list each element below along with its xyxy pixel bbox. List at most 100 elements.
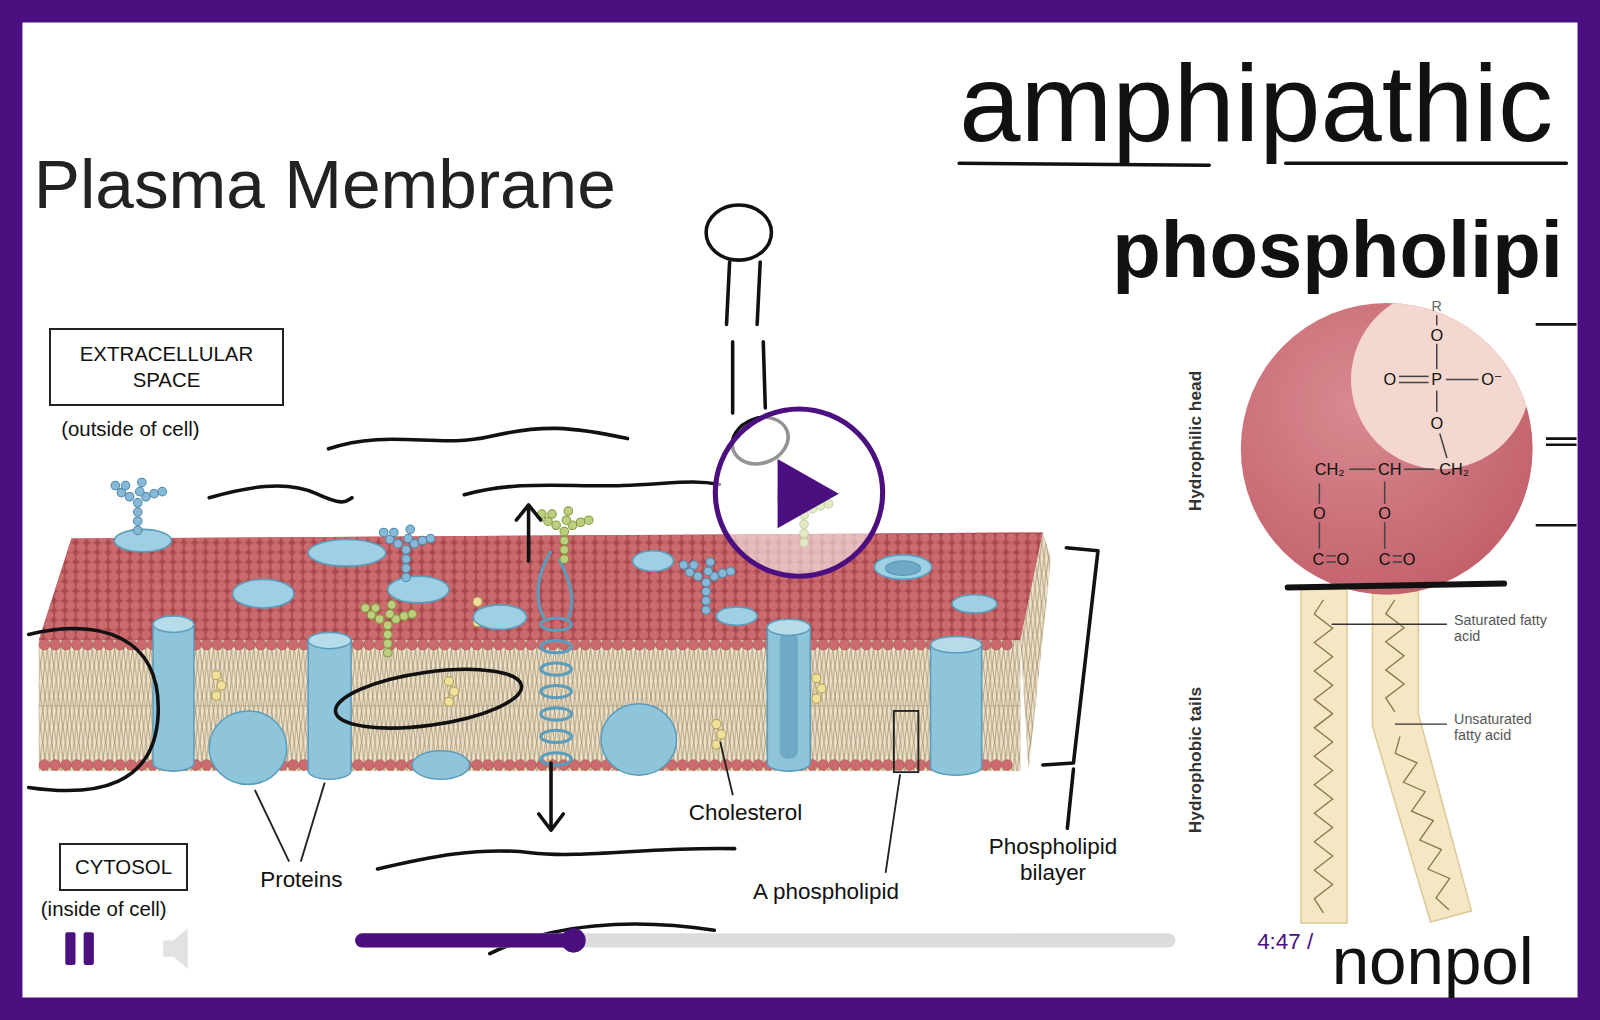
- carbohydrate-chain: [552, 521, 561, 530]
- lipid-bilayer: [1020, 532, 1051, 771]
- phospholipid-head: [742, 760, 753, 771]
- phospholipid-head: [721, 639, 732, 650]
- handwritten-term: amphipathic: [959, 40, 1553, 167]
- phospholipid-head: [861, 760, 872, 771]
- membrane-protein: [780, 632, 798, 758]
- carbohydrate-chain: [560, 545, 569, 554]
- phospholipid-head: [688, 639, 699, 650]
- carbohydrate-chain: [704, 567, 713, 576]
- chemical-bond: [1319, 315, 1478, 562]
- axis-label: Hydrophobic tails: [1186, 687, 1206, 833]
- carbohydrate-chain: [564, 507, 573, 516]
- phospholipid-head: [710, 760, 721, 771]
- carbohydrate-chain: [390, 528, 399, 537]
- phospholipid-head: [450, 639, 461, 650]
- phospholipid-head: [850, 760, 861, 771]
- phospholipid-head: [504, 760, 515, 771]
- phospholipid-head: [61, 760, 72, 771]
- membrane-protein: [716, 607, 757, 625]
- chemical-bond: [1436, 391, 1438, 412]
- part-label: Phospholipid bilayer: [971, 834, 1134, 886]
- phospholipid-head: [353, 760, 364, 771]
- cholesterol-molecule: [449, 687, 458, 696]
- phospholipid-head: [634, 639, 645, 650]
- phospholipid-head: [894, 639, 905, 650]
- part-label: Saturated fatty acid: [1454, 612, 1548, 645]
- membrane-protein: [767, 627, 810, 771]
- time-readout: 4:47 /: [1257, 929, 1313, 955]
- phospholipid-head: [50, 639, 61, 650]
- atom-symbol: P: [1431, 370, 1442, 389]
- lipid-bilayer: [1020, 532, 1051, 771]
- membrane-protein: [931, 645, 982, 776]
- video-controls: [163, 928, 187, 969]
- video-controls: [362, 933, 1168, 947]
- hand-annotation: [1043, 548, 1098, 765]
- helix-protein: [538, 551, 572, 618]
- handwritten-term: phospholipi: [1112, 204, 1563, 295]
- hand-annotation: [329, 428, 628, 448]
- phospholipid-head: [82, 760, 93, 771]
- region-name: EXTRACELLULAR SPACE: [61, 341, 272, 394]
- phospholipid-head: [461, 639, 472, 650]
- video-controls: [65, 928, 1168, 969]
- phospholipid-head: [677, 639, 688, 650]
- lipid-bilayer: [39, 532, 1043, 640]
- phospholipid-head: [483, 639, 494, 650]
- phospholipid-head: [82, 639, 93, 650]
- carbohydrate-chain: [406, 525, 415, 534]
- phospholipid-head: [1002, 760, 1013, 771]
- chemical-bond: [1393, 561, 1402, 563]
- phospholipid-head: [666, 639, 677, 650]
- phospholipid-head: [493, 639, 504, 650]
- phospholipid-head: [396, 639, 407, 650]
- phospholipid-head: [93, 639, 104, 650]
- carbohydrate-chain: [690, 561, 699, 570]
- phospholipid-head: [396, 760, 407, 771]
- cholesterol-molecule: [444, 697, 453, 706]
- membrane-protein: [412, 751, 469, 780]
- phospholipid-head: [915, 760, 926, 771]
- chemical-bond: [1399, 376, 1429, 378]
- hand-annotation: [332, 659, 525, 738]
- membrane-protein: [767, 619, 810, 635]
- hand-annotation: [1288, 583, 1504, 587]
- carbohydrate-chain: [560, 527, 569, 536]
- video-controls: [84, 932, 94, 965]
- carbohydrate-chain: [383, 649, 392, 658]
- carbohydrate-chain: [402, 555, 411, 564]
- phospholipid-head: [839, 760, 850, 771]
- phospholipid-head: [493, 760, 504, 771]
- phospholipid-head: [374, 760, 385, 771]
- carbohydrate-chain: [560, 555, 569, 564]
- carbohydrate-chain: [702, 578, 711, 587]
- bracket: [1536, 324, 1577, 525]
- hand-annotation: [516, 505, 540, 561]
- phospholipid-head: [93, 760, 104, 771]
- phospholipid-head: [731, 639, 742, 650]
- phospholipid-head: [277, 639, 288, 650]
- carbohydrate-chain: [400, 612, 409, 621]
- carbohydrate-chain: [418, 536, 427, 545]
- carbohydrate-chain: [121, 481, 130, 490]
- chemical-bond: [1393, 555, 1402, 557]
- atom-symbol: CH₂: [1315, 460, 1345, 479]
- phospholipid-head: [991, 760, 1002, 771]
- phospholipid-head: [234, 639, 245, 650]
- helix-protein: [541, 753, 572, 765]
- region-box: CYTOSOL: [59, 843, 188, 892]
- membrane-protein: [308, 632, 351, 648]
- phospholipid-head: [428, 639, 439, 650]
- handwritten-term: nonpol: [1332, 922, 1534, 999]
- phospholipid-head: [883, 639, 894, 650]
- phospholipid-head: [883, 760, 894, 771]
- carbohydrate-chain: [394, 539, 403, 548]
- helix-protein: [541, 708, 572, 720]
- play-button: [715, 409, 882, 576]
- atom-symbol: O: [1313, 504, 1326, 523]
- carbohydrate-chain: [386, 610, 395, 619]
- leader-line: [255, 783, 324, 861]
- carbohydrate-chain: [150, 489, 159, 498]
